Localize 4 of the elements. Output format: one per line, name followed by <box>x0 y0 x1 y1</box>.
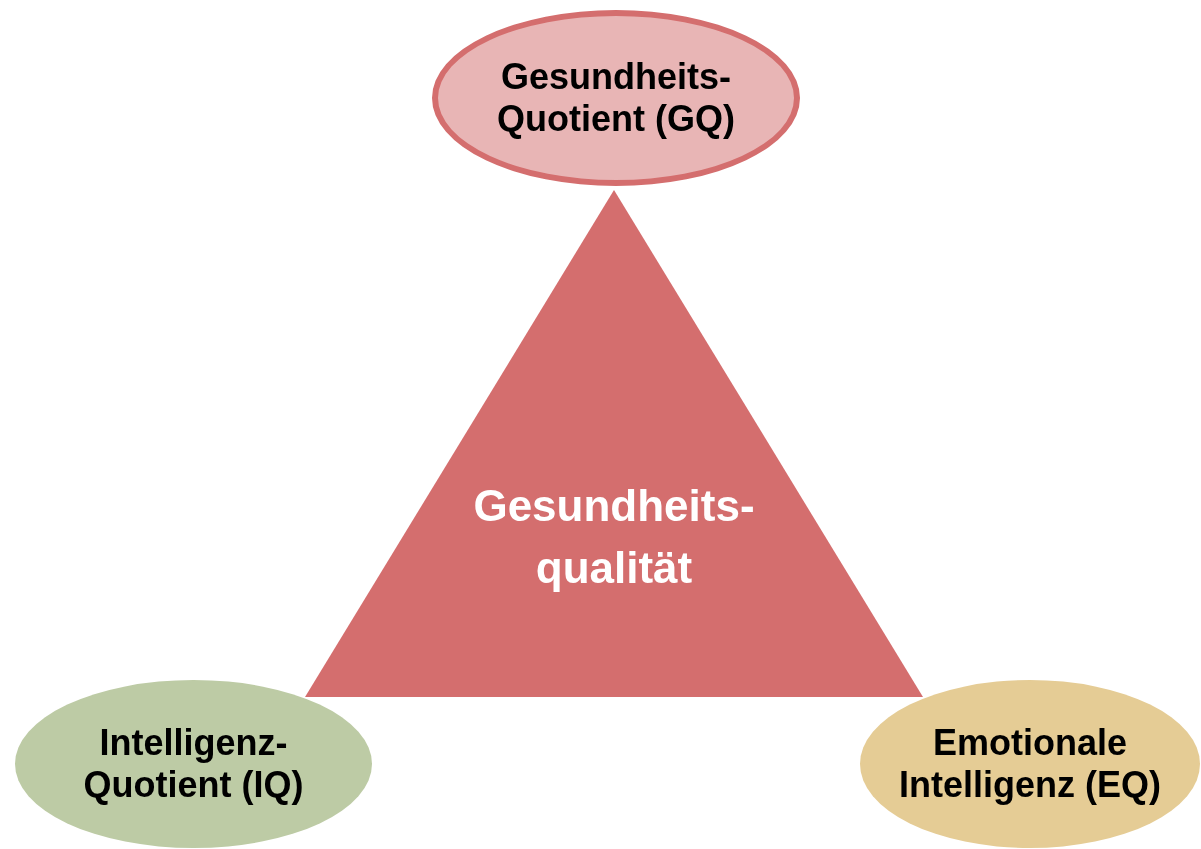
node-label: Intelligenz-Quotient (IQ) <box>82 722 305 806</box>
node-label: Emotionale Intelligenz (EQ) <box>898 722 1162 806</box>
node-label: Gesundheits-qualität <box>472 480 756 594</box>
node-label: Gesundheits-Quotient (GQ) <box>496 56 736 140</box>
